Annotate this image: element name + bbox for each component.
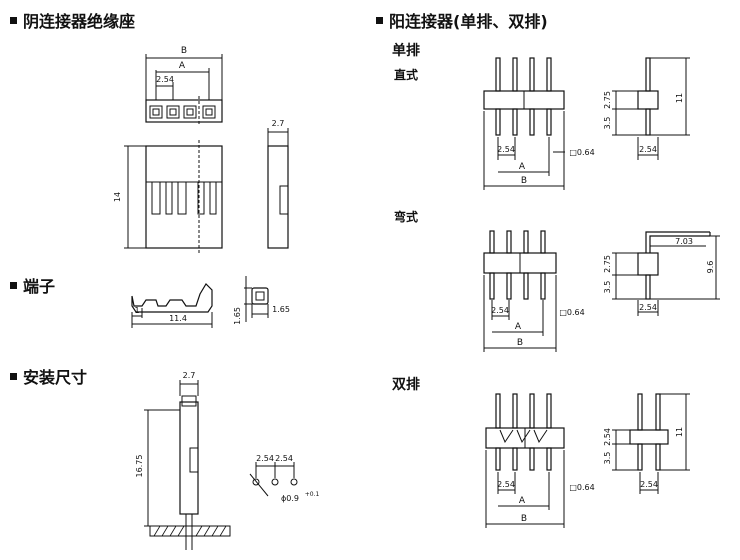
dim-label-straight-pin: □0.64 [569,148,594,157]
dim-label-height-14: 14 [113,192,122,202]
bullet-icon [10,282,17,289]
dim-label-double-3-5: 3.5 [603,452,612,465]
dim-label-double-side-pitch: 2.54 [640,480,658,489]
dim-label-double-b: B [521,514,527,524]
dim-label-straight-a: A [519,162,526,172]
dim-label-bent-2-75: 2.75 [603,255,612,273]
terminal-view [131,276,269,328]
dim-label-double-a: A [519,496,526,506]
dim-label-straight-3-5: 3.5 [603,117,612,130]
dim-label-a: A [179,61,186,71]
dim-label-16-75: 16.75 [135,455,144,478]
dim-label-straight-11: 11 [675,93,684,103]
dim-label-b: B [181,46,187,56]
heading-terminal: 端子 [10,273,55,297]
double-side [612,393,690,494]
dim-label-bent-pitch: 2.54 [491,306,509,315]
single-bent-side [612,231,720,316]
dim-label-length-11-4: 11.4 [169,314,187,323]
dim-label-install-2-7: 2.7 [183,371,196,380]
dim-label-double-11: 11 [675,427,684,437]
single-bent-front [483,230,557,352]
dim-label-bent-b: B [517,338,523,348]
single-straight-front [483,57,565,190]
hole-pattern [249,462,298,497]
heading-bent: 弯式 [394,210,419,224]
dim-label-bent-a: A [515,322,522,332]
dim-label-bent-9-6: 9.6 [706,261,715,274]
single-straight-side [612,57,690,160]
housing-front-view [124,140,223,254]
dim-label-straight-b: B [521,176,527,186]
bullet-icon [10,373,17,380]
dim-label-bent-3-5: 3.5 [603,281,612,294]
dim-label-bent-7-03: 7.03 [675,237,693,246]
dim-label-hole-tol: +0.1 [305,491,320,498]
bullet-icon [10,17,17,24]
dim-label-width-2-7: 2.7 [272,119,285,128]
heading-straight: 直式 [394,68,419,82]
heading-single-row: 单排 [392,43,420,59]
housing-side-view [267,128,289,249]
bullet-icon [376,17,383,24]
dim-label-bent-pin: □0.64 [559,308,584,317]
housing-top-view [145,54,223,126]
dim-label-1-65-vertical: 1.65 [233,307,242,325]
dim-label-bent-side-pitch: 2.54 [639,303,657,312]
install-view [144,380,231,550]
dim-label-1: 1 [134,306,139,315]
heading-install: 安装尺寸 [10,364,87,388]
dim-label-1-65: 1.65 [272,305,290,314]
heading-double-row: 双排 [392,377,420,393]
double-front [485,393,565,528]
dim-label-straight-pitch: 2.54 [497,145,515,154]
dim-label-double-pin: □0.64 [569,483,594,492]
dim-label-pitch: 2.54 [156,75,174,84]
dim-label-straight-side-pitch: 2.54 [639,145,657,154]
heading-male-connector: 阳连接器(单排、双排) [376,8,548,32]
dim-label-hole-pitch-2: 2.54 [275,454,293,463]
dim-label-double-2-54: 2.54 [603,428,612,446]
heading-female-housing: 阴连接器绝缘座 [10,8,135,32]
dim-label-straight-2-75: 2.75 [603,91,612,109]
dim-label-hole-pitch-1: 2.54 [256,454,274,463]
dim-label-double-pitch: 2.54 [497,480,515,489]
dim-label-hole-dia: ϕ0.9 [281,494,299,503]
